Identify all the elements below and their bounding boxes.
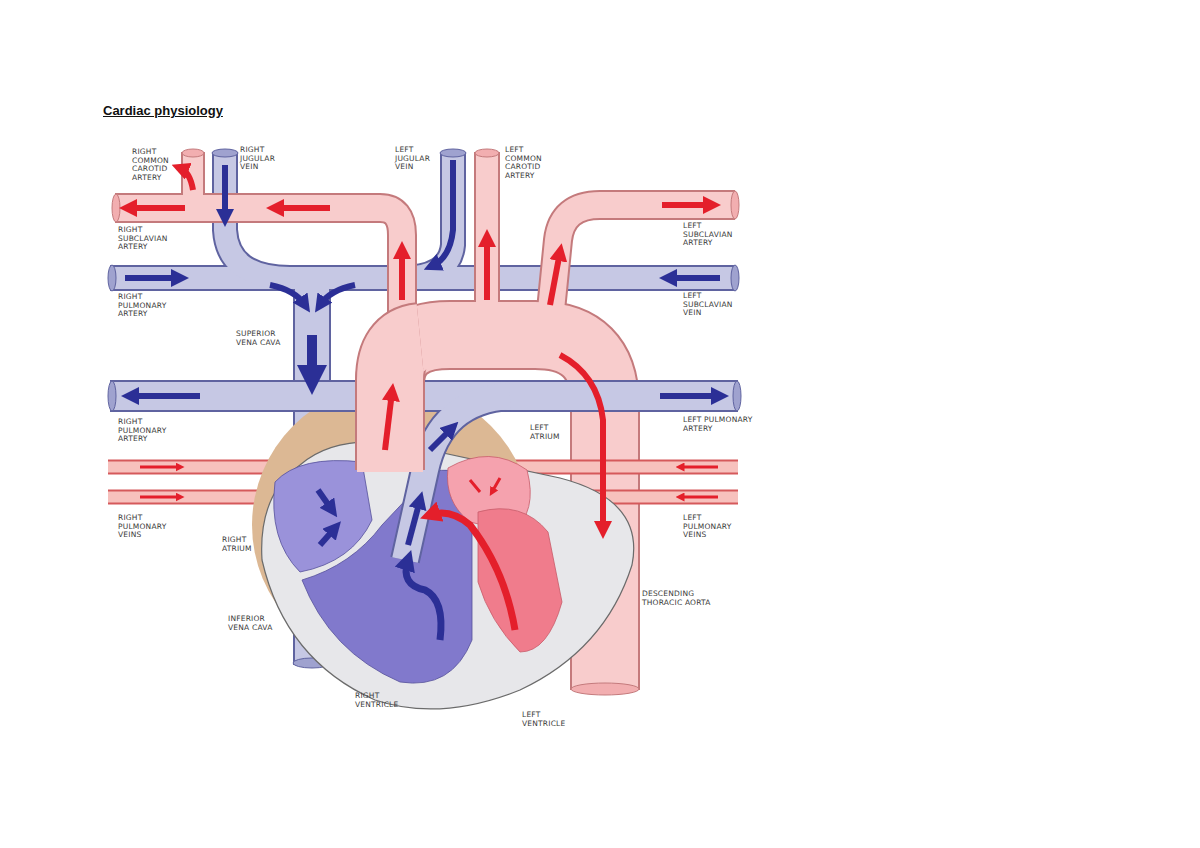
flow-arrow <box>484 238 490 300</box>
flow-arrow <box>399 250 405 300</box>
heart-wall <box>262 442 634 709</box>
flow-arrow <box>660 393 720 399</box>
vein-opening <box>733 381 741 411</box>
artery-opening <box>182 149 204 157</box>
vessel-label: RIGHT ATRIUM <box>222 536 266 553</box>
vein-opening <box>108 265 116 291</box>
flow-arrow <box>180 168 193 190</box>
blue-flow-arrows <box>125 160 720 640</box>
vessel-label: RIGHT SUBCLAVIAN ARTERY <box>118 226 176 252</box>
flow-arrow <box>128 205 185 211</box>
artery-opening <box>112 194 120 222</box>
flow-arrow <box>408 500 420 545</box>
flow-arrow <box>680 496 718 499</box>
vessel-label: LEFT COMMON CAROTID ARTERY <box>505 146 557 180</box>
vessel-label: LEFT ATRIUM <box>530 424 574 441</box>
flow-arrow <box>430 428 452 450</box>
flow-arrow <box>680 466 718 469</box>
left-ventricle-chamber <box>478 509 562 652</box>
vessel-label: LEFT SUBCLAVIAN VEIN <box>683 292 745 318</box>
artery-opening <box>731 191 739 219</box>
vessel-label: RIGHT VENTRICLE <box>355 692 409 709</box>
vessel-label: INFERIOR VENA CAVA <box>228 615 280 632</box>
vein-opening <box>212 149 238 157</box>
vein-opening <box>108 381 116 411</box>
flow-arrow <box>662 202 712 208</box>
flow-arrow <box>222 165 228 218</box>
vessel-label: LEFT PULMONARY ARTERY <box>683 416 755 433</box>
right-subclavian-artery <box>115 208 402 340</box>
right-ventricle <box>302 470 472 683</box>
artery-opening <box>571 683 639 695</box>
flow-arrow <box>140 496 180 499</box>
vein-opening <box>731 265 739 291</box>
flow-arrow <box>275 205 330 211</box>
flow-arrow <box>668 275 720 281</box>
artery-outline <box>115 208 402 340</box>
flow-arrow <box>140 466 180 469</box>
vessel-label: RIGHT COMMON CAROTID ARTERY <box>132 148 184 182</box>
flow-arrow <box>318 490 332 510</box>
artery-opening <box>475 149 499 157</box>
vessel-label: LEFT VENTRICLE <box>522 711 576 728</box>
vessel-label: RIGHT PULMONARY ARTERY <box>118 293 180 319</box>
arteries <box>112 149 739 695</box>
flow-arrow <box>307 335 317 380</box>
vessel-label: SUPERIOR VENA CAVA <box>236 330 288 347</box>
flow-arrow <box>270 285 305 305</box>
upper-veins <box>108 149 739 668</box>
flow-arrow <box>550 252 560 305</box>
flow-arrow <box>470 478 500 492</box>
flow-arrow <box>385 392 392 450</box>
vessel-label: RIGHT JUGULAR VEIN <box>240 146 288 172</box>
flow-arrow <box>560 355 603 530</box>
vessel-label: RIGHT PULMONARY ARTERY <box>118 418 180 444</box>
flow-arrow <box>130 393 200 399</box>
vessel-label: RIGHT PULMONARY VEINS <box>118 514 180 540</box>
flow-arrow <box>320 285 355 305</box>
flow-arrow <box>125 275 180 281</box>
page-title: Cardiac physiology <box>103 103 223 118</box>
ascending-aorta <box>390 337 420 472</box>
flow-arrow <box>406 560 441 640</box>
vessel-label: LEFT JUGULAR VEIN <box>395 146 443 172</box>
flow-arrow <box>432 160 453 266</box>
vessel-label: DESCENDING THORACIC AORTA <box>642 590 732 607</box>
red-flow-arrows <box>128 168 718 630</box>
vessel-label: LEFT SUBCLAVIAN ARTERY <box>683 222 745 248</box>
vessel-label: LEFT PULMONARY VEINS <box>683 514 745 540</box>
vein-opening <box>440 149 466 157</box>
flow-arrow <box>320 528 335 545</box>
